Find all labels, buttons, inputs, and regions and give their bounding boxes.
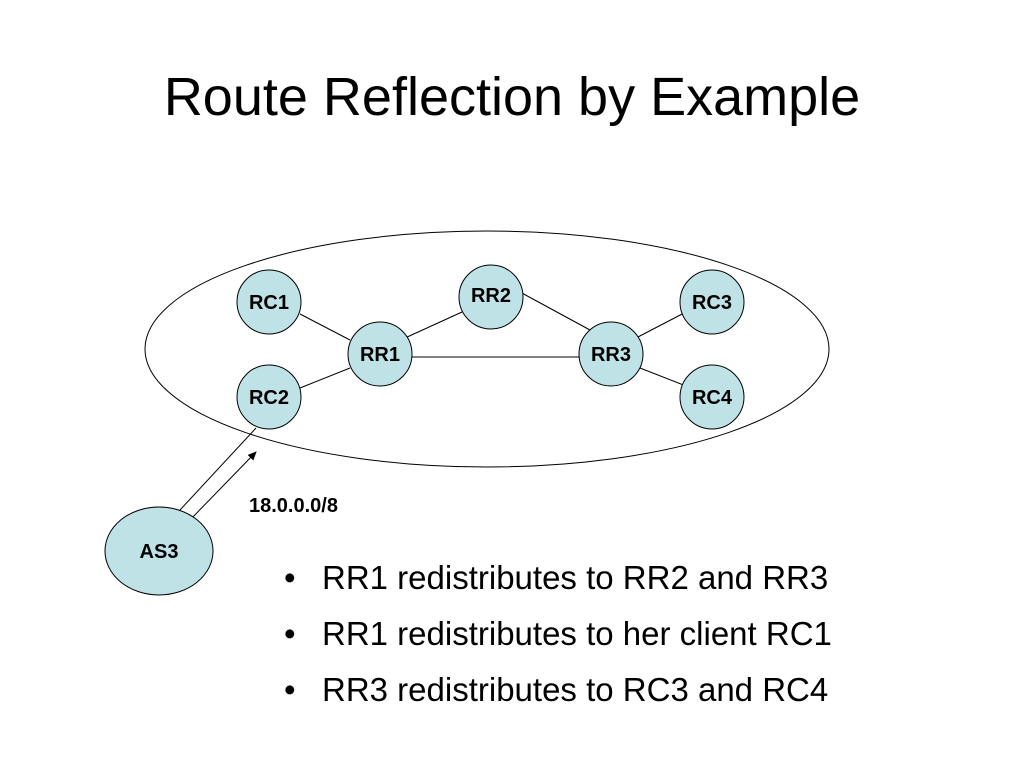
- bullet-item: • RR3 redistributes to RC3 and RC4: [280, 662, 832, 718]
- link-rc1-rr1: [299, 313, 351, 341]
- node-label-rc4: RC4: [692, 387, 733, 409]
- links-group: [179, 291, 687, 523]
- node-label-rr2: RR2: [471, 285, 511, 307]
- link-rr1-rr2: [404, 311, 463, 339]
- bullet-item: • RR1 redistributes to RR2 and RR3: [280, 550, 832, 606]
- node-label-rr1: RR1: [360, 344, 400, 366]
- node-rc1: RC1: [236, 269, 302, 335]
- route-announcement-arrow: [187, 451, 257, 523]
- link-as3-rc2: [179, 427, 257, 511]
- bullet-dot: •: [284, 559, 296, 596]
- node-label-rr3: RR3: [591, 344, 631, 366]
- link-rr2-rr3: [519, 291, 591, 331]
- bullet-dot: •: [284, 615, 296, 652]
- node-rr1: RR1: [347, 321, 413, 387]
- bullet-text: RR1 redistributes to RR2 and RR3: [322, 559, 829, 596]
- node-label-as3: AS3: [140, 541, 179, 563]
- node-rr3: RR3: [578, 321, 644, 387]
- node-label-rc2: RC2: [249, 387, 289, 409]
- link-rc2-rr1: [299, 367, 351, 389]
- bullet-item: • RR1 redistributes to her client RC1: [280, 606, 832, 662]
- bullet-text: RR3 redistributes to RC3 and RC4: [322, 671, 829, 708]
- node-rc2: RC2: [236, 364, 302, 430]
- node-as3: AS3: [104, 506, 214, 596]
- bullet-dot: •: [284, 671, 296, 708]
- node-label-rc1: RC1: [249, 292, 289, 314]
- as-boundary-ellipse: [144, 230, 830, 468]
- bullet-list: • RR1 redistributes to RR2 and RR3 • RR1…: [280, 550, 832, 718]
- slide-title: Route Reflection by Example: [163, 67, 861, 127]
- node-rc4: RC4: [679, 364, 745, 430]
- bullet-text: RR1 redistributes to her client RC1: [322, 615, 832, 652]
- node-label-rc3: RC3: [692, 292, 732, 314]
- prefix-label: 18.0.0.0/8: [249, 495, 338, 517]
- link-rr3-rc3: [635, 311, 687, 339]
- link-rr3-rc4: [639, 367, 687, 387]
- node-rr2: RR2: [458, 264, 524, 330]
- node-rc3: RC3: [679, 269, 745, 335]
